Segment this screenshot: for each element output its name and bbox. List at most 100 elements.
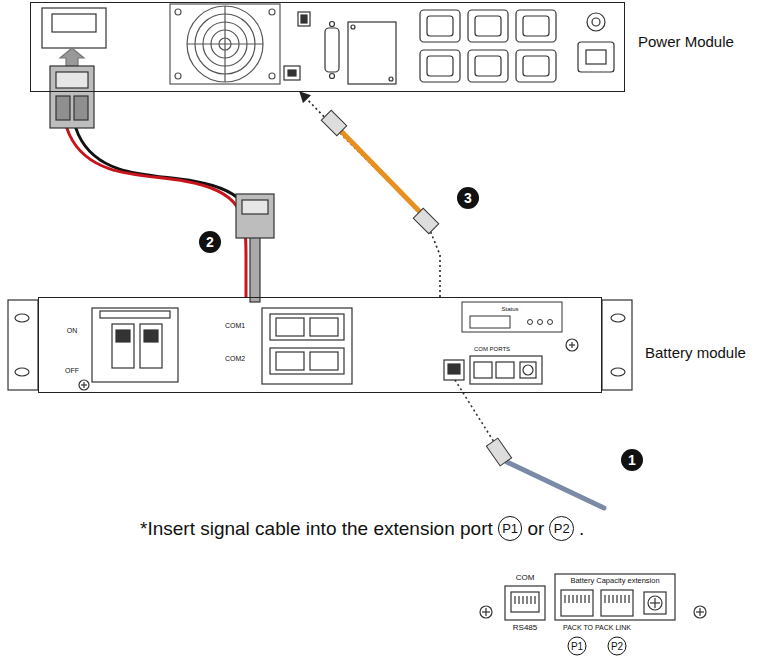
- port-detail-inset-part: [694, 606, 706, 618]
- port-detail-inset-part: [515, 596, 535, 604]
- power-module-ports-part: [330, 74, 335, 79]
- status-panel: [462, 302, 562, 332]
- port-detail-inset-part: [485, 608, 486, 616]
- output-outlets-part: [427, 56, 453, 76]
- battery-sockets-part: [270, 348, 344, 374]
- rack-ears-part: [602, 300, 632, 390]
- power-module-ports-part: [389, 77, 393, 81]
- power-plug: [50, 66, 94, 128]
- battery-sockets-part: [310, 352, 338, 370]
- power-inlet-part: [587, 13, 605, 31]
- power-module-ports-part: [351, 25, 355, 29]
- battery-sockets-part: [276, 318, 304, 336]
- battery-breaker-part: [92, 308, 178, 382]
- battery-sockets-part: [276, 352, 304, 370]
- power-module-panel-part: [60, 48, 84, 66]
- power-module-ports-part: [284, 66, 300, 80]
- battery-breaker-part: [100, 311, 170, 318]
- cooling-fan-part: [269, 73, 275, 79]
- status-panel-part: [528, 320, 533, 325]
- battery-plug-part: [242, 200, 268, 214]
- port-detail-inset-part: [644, 592, 666, 614]
- power-module-panel: [30, 2, 625, 92]
- output-outlets-part: [475, 16, 501, 36]
- port-detail-inset-part: [565, 595, 589, 603]
- output-outlets-part: [523, 16, 549, 36]
- cooling-fan-part: [175, 9, 181, 15]
- rack-ears-part: [611, 314, 625, 322]
- battery-breaker: [79, 308, 178, 390]
- signal-cable-extension: [455, 380, 604, 508]
- com-ports-part: [474, 362, 492, 378]
- port-detail-inset-part: [605, 595, 629, 603]
- instruction-note: or: [527, 519, 544, 538]
- module-label: Power Module: [638, 33, 734, 50]
- power-module-ports-part: [330, 22, 335, 27]
- power-plug-part: [74, 96, 88, 120]
- instruction-note: *Insert signal cable into the extension …: [140, 519, 493, 538]
- port-detail-inset-part: [699, 608, 700, 616]
- power-plug-part: [50, 66, 94, 128]
- cooling-fan-part: [269, 9, 275, 15]
- power-inlet-part: [592, 18, 600, 26]
- output-outlets-part: [427, 16, 453, 36]
- output-outlets-part: [516, 50, 556, 82]
- signal-cable-extension-part: [486, 438, 511, 466]
- power-module-panel-part: [52, 14, 96, 32]
- com-ports-part: [496, 362, 514, 378]
- battery-sockets-part: [262, 308, 352, 384]
- port-name: P1: [498, 516, 523, 541]
- port-group-label: Battery Capacity extension: [570, 577, 659, 585]
- port-name: P2: [608, 637, 627, 656]
- cooling-fan-part: [170, 4, 280, 84]
- signal-cable-orange-part: [413, 208, 438, 233]
- cooling-fan-part: [224, 6, 225, 82]
- output-outlets-part: [420, 50, 460, 82]
- battery-breaker-part: [140, 324, 162, 368]
- cooling-fan-part: [175, 73, 181, 79]
- cooling-fan-part: [187, 6, 263, 82]
- port-name: P2: [549, 516, 574, 541]
- power-plug-part: [56, 96, 70, 120]
- power-inlet: [578, 13, 614, 72]
- power-module-ports-part: [325, 28, 339, 72]
- power-cable-line: [72, 92, 255, 297]
- battery-sockets-part: [270, 314, 344, 340]
- battery-plug-part: [250, 236, 260, 302]
- output-outlets-part: [475, 56, 501, 76]
- output-outlets-part: [420, 10, 460, 42]
- output-outlets-part: [468, 10, 508, 42]
- panel-label: COM PORTS: [474, 346, 510, 352]
- instruction-note: .: [579, 519, 584, 538]
- port-detail-inset-part: [648, 596, 662, 610]
- module-label: Battery module: [645, 344, 746, 361]
- power-module-ports-part: [348, 22, 396, 84]
- signal-cable-line: [300, 92, 440, 297]
- port-detail-inset-part: [505, 586, 545, 620]
- power-module-ports-part: [298, 12, 310, 26]
- port-detail-inset-part: [561, 590, 593, 616]
- power-module-ports: [284, 12, 396, 84]
- battery-sockets-part: [310, 318, 338, 336]
- battery-plug: [236, 194, 274, 302]
- rack-ears-part: [15, 314, 29, 322]
- port-detail-inset-part: [555, 574, 675, 620]
- com-ports-part: [520, 362, 536, 378]
- rack-ears-part: [611, 368, 625, 376]
- callout-number: 2: [199, 231, 221, 253]
- com-ports-part: [470, 356, 542, 384]
- status-panel-part: [470, 316, 510, 328]
- signal-cable-orange-part: [321, 110, 346, 135]
- callout-number: 3: [457, 187, 479, 209]
- panel-label: Status: [501, 306, 518, 312]
- port-label: COM: [516, 574, 535, 582]
- com-ports-part: [444, 360, 464, 380]
- status-panel-part: [462, 302, 562, 332]
- com-ports-part: [571, 342, 572, 348]
- port-detail-inset-part: [654, 598, 655, 608]
- switch-state: ON: [67, 327, 78, 334]
- port-label: RS485: [513, 624, 537, 632]
